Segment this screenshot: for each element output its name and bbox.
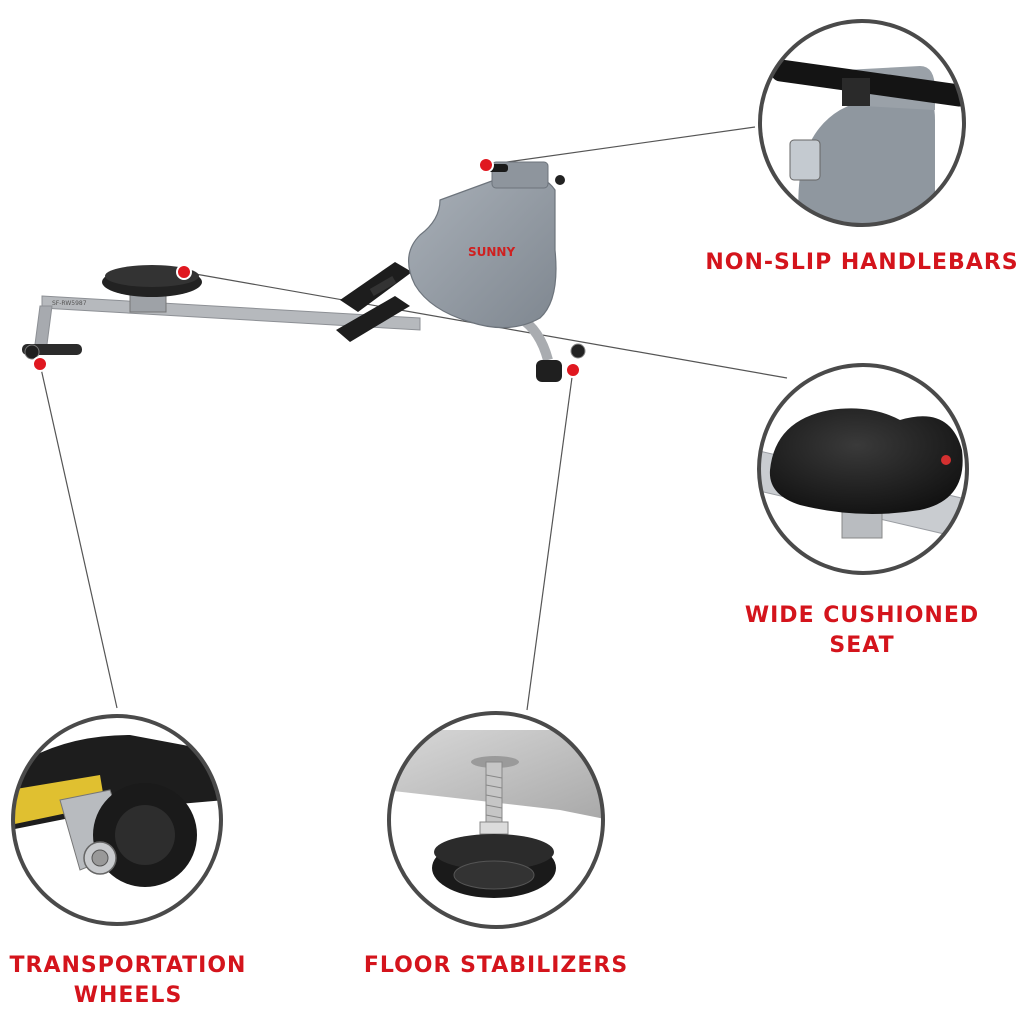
footrest-strap — [369, 276, 397, 296]
label-transportation-wheels: TRANSPORTATION WHEELS — [0, 951, 256, 1011]
detail-frame-stabilizers — [387, 711, 605, 929]
footrest-right — [336, 296, 410, 342]
front-stabilizer-foot — [536, 360, 562, 382]
hotspot-stabilizers — [565, 362, 581, 378]
detail-wheels — [11, 714, 223, 926]
detail-frame-seat — [757, 363, 969, 575]
detail-frame-wheels — [11, 714, 223, 926]
callout-line-wheels — [39, 363, 118, 709]
adjust-knob-icon — [555, 175, 565, 185]
label-floor-stabilizers: FLOOR STABILIZERS — [356, 951, 636, 981]
brand-logo: SUNNY — [468, 245, 515, 259]
resistance-housing — [408, 174, 557, 329]
detail-frame-handlebars — [758, 19, 966, 227]
label-wheels-line2: WHEELS — [73, 983, 183, 1008]
callout-line-handlebars — [485, 126, 756, 166]
detail-handlebars — [758, 19, 966, 227]
hotspot-seat — [176, 264, 192, 280]
hotspots — [32, 157, 581, 378]
label-wide-cushioned-seat: WIDE CUSHIONED SEAT — [720, 601, 1004, 661]
label-non-slip-handlebars: NON-SLIP HANDLEBARS — [700, 248, 1024, 278]
hotspot-handlebars — [478, 157, 494, 173]
label-seat-line2: SEAT — [829, 633, 895, 658]
seat-top — [105, 265, 199, 287]
front-wheel-icon — [570, 343, 586, 359]
model-label: SF-RW5987 — [52, 300, 87, 307]
label-seat-line1: WIDE CUSHIONED — [744, 603, 980, 628]
callout-line-stabilizers — [526, 369, 574, 711]
label-handlebars-text: NON-SLIP HANDLEBARS — [705, 250, 1019, 275]
hotspot-wheels — [32, 356, 48, 372]
rowing-machine: SF-RW5987 SUNNY — [22, 161, 586, 382]
detail-stabilizers — [387, 711, 605, 929]
label-wheels-line1: TRANSPORTATION — [9, 953, 247, 978]
rear-wheel-icon — [24, 344, 40, 360]
callout-lines — [39, 126, 788, 711]
label-stabilizers-text: FLOOR STABILIZERS — [363, 953, 629, 978]
detail-seat — [757, 363, 969, 575]
